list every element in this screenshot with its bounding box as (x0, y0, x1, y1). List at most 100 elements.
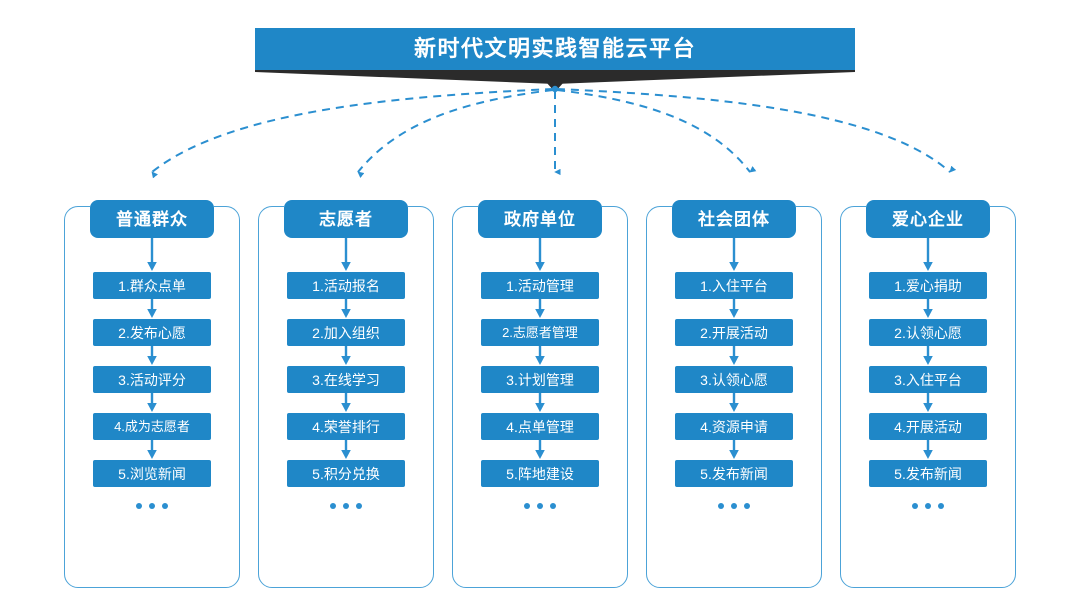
connector-to-column-4 (556, 89, 757, 173)
flow-step[interactable]: 4.荣誉排行 (287, 413, 405, 440)
flow-step[interactable]: 5.发布新闻 (675, 460, 793, 487)
flow-arrow-icon (535, 346, 545, 365)
flow-step[interactable]: 2.开展活动 (675, 319, 793, 346)
flow-step-label: 2.志愿者管理 (502, 325, 578, 340)
flow-arrow-icon (341, 440, 351, 459)
flow-arrow-icon (147, 393, 157, 412)
flow-step[interactable]: 3.在线学习 (287, 366, 405, 393)
flow-step[interactable]: 4.开展活动 (869, 413, 987, 440)
flow-step-label: 1.活动报名 (312, 277, 380, 294)
role-header-5[interactable]: 爱心企业 (866, 200, 990, 238)
connector-to-column-5 (556, 88, 957, 173)
flow-step[interactable]: 5.发布新闻 (869, 460, 987, 487)
flow-arrow-icon (535, 299, 545, 318)
flow-step[interactable]: 3.计划管理 (481, 366, 599, 393)
role-header-label: 志愿者 (319, 209, 373, 229)
flow-step[interactable]: 5.浏览新闻 (93, 460, 211, 487)
role-column-5: 爱心企业 1.爱心捐助 2.认领心愿 3.入住平台 4.开展活动 5.发布新闻 (840, 200, 1016, 588)
role-column-3: 政府单位 1.活动管理 2.志愿者管理 3.计划管理 4.点单管理 5.阵地建设 (452, 200, 628, 588)
more-dot (550, 503, 556, 509)
flow-step[interactable]: 3.认领心愿 (675, 366, 793, 393)
role-header-label: 普通群众 (116, 209, 188, 229)
flow-arrow-icon (147, 440, 157, 459)
more-dot (524, 503, 530, 509)
flow-step-label: 4.资源申请 (700, 418, 768, 435)
more-indicator (912, 503, 944, 509)
flow-step-label: 5.发布新闻 (894, 465, 962, 482)
flow-step-label: 4.荣誉排行 (312, 418, 380, 435)
flow-step[interactable]: 2.发布心愿 (93, 319, 211, 346)
flow-step-label: 5.发布新闻 (700, 465, 768, 482)
flow-step-label: 3.在线学习 (312, 371, 380, 388)
more-indicator (330, 503, 362, 509)
flow-arrow-icon (341, 346, 351, 365)
role-column-4: 社会团体 1.入住平台 2.开展活动 3.认领心愿 4.资源申请 5.发布新闻 (646, 200, 822, 588)
flow-step-label: 3.入住平台 (894, 371, 962, 388)
flow-arrow-icon (147, 238, 157, 271)
role-header-2[interactable]: 志愿者 (284, 200, 408, 238)
role-flow-4: 1.入住平台 2.开展活动 3.认领心愿 4.资源申请 5.发布新闻 (646, 238, 822, 582)
role-column-2: 志愿者 1.活动报名 2.加入组织 3.在线学习 4.荣誉排行 5.积分兑换 (258, 200, 434, 588)
flow-step-label: 3.计划管理 (506, 371, 574, 388)
role-column-1: 普通群众 1.群众点单 2.发布心愿 3.活动评分 4.成为志愿者 5.浏览新闻 (64, 200, 240, 588)
role-header-3[interactable]: 政府单位 (478, 200, 602, 238)
flow-step-label: 5.阵地建设 (506, 465, 574, 482)
more-dot (731, 503, 737, 509)
flow-step-label: 5.积分兑换 (312, 465, 380, 482)
flow-step[interactable]: 3.入住平台 (869, 366, 987, 393)
platform-title-banner: 新时代文明实践智能云平台 (255, 28, 855, 92)
flow-arrow-icon (923, 440, 933, 459)
flow-step-label: 3.活动评分 (118, 371, 186, 388)
flow-step-label: 1.群众点单 (118, 277, 186, 294)
flow-step-label: 4.开展活动 (894, 418, 962, 435)
flow-arrow-icon (923, 238, 933, 271)
flow-step[interactable]: 2.志愿者管理 (481, 319, 599, 346)
flow-step[interactable]: 4.成为志愿者 (93, 413, 211, 440)
flow-arrow-icon (535, 440, 545, 459)
flow-step[interactable]: 4.资源申请 (675, 413, 793, 440)
role-header-4[interactable]: 社会团体 (672, 200, 796, 238)
flow-step[interactable]: 1.群众点单 (93, 272, 211, 299)
more-indicator (524, 503, 556, 509)
flow-step[interactable]: 1.爱心捐助 (869, 272, 987, 299)
more-dot (938, 503, 944, 509)
more-dot (162, 503, 168, 509)
connector-to-column-2 (357, 89, 554, 179)
flow-step-label: 4.点单管理 (506, 418, 574, 435)
flow-arrow-icon (729, 393, 739, 412)
platform-title-text: 新时代文明实践智能云平台 (413, 36, 696, 61)
role-flow-3: 1.活动管理 2.志愿者管理 3.计划管理 4.点单管理 5.阵地建设 (452, 238, 628, 582)
banner-shadow-ribbon (255, 70, 855, 92)
flow-step-label: 2.发布心愿 (118, 324, 186, 341)
flow-step-label: 2.认领心愿 (894, 324, 962, 341)
flow-step[interactable]: 1.活动报名 (287, 272, 405, 299)
flow-step[interactable]: 4.点单管理 (481, 413, 599, 440)
more-dot (718, 503, 724, 509)
flow-step-label: 2.加入组织 (312, 324, 380, 341)
flow-step[interactable]: 2.加入组织 (287, 319, 405, 346)
flow-arrow-icon (923, 346, 933, 365)
more-dot (925, 503, 931, 509)
flow-arrow-icon (341, 238, 351, 271)
flow-step[interactable]: 5.积分兑换 (287, 460, 405, 487)
more-dot (343, 503, 349, 509)
flow-arrow-icon (923, 393, 933, 412)
flow-step[interactable]: 3.活动评分 (93, 366, 211, 393)
flow-arrow-icon (535, 393, 545, 412)
more-dot (912, 503, 918, 509)
flow-step-label: 3.认领心愿 (700, 371, 768, 388)
flow-arrow-icon (729, 299, 739, 318)
flow-step[interactable]: 1.入住平台 (675, 272, 793, 299)
role-header-1[interactable]: 普通群众 (90, 200, 214, 238)
flow-arrow-icon (147, 346, 157, 365)
more-dot (330, 503, 336, 509)
more-dot (356, 503, 362, 509)
flow-arrow-icon (729, 440, 739, 459)
flow-step[interactable]: 5.阵地建设 (481, 460, 599, 487)
flow-arrow-icon (341, 299, 351, 318)
connector-to-column-1 (151, 88, 554, 179)
flow-arrow-icon (535, 238, 545, 271)
flow-step[interactable]: 2.认领心愿 (869, 319, 987, 346)
flow-step[interactable]: 1.活动管理 (481, 272, 599, 299)
role-flow-5: 1.爱心捐助 2.认领心愿 3.入住平台 4.开展活动 5.发布新闻 (840, 238, 1016, 582)
